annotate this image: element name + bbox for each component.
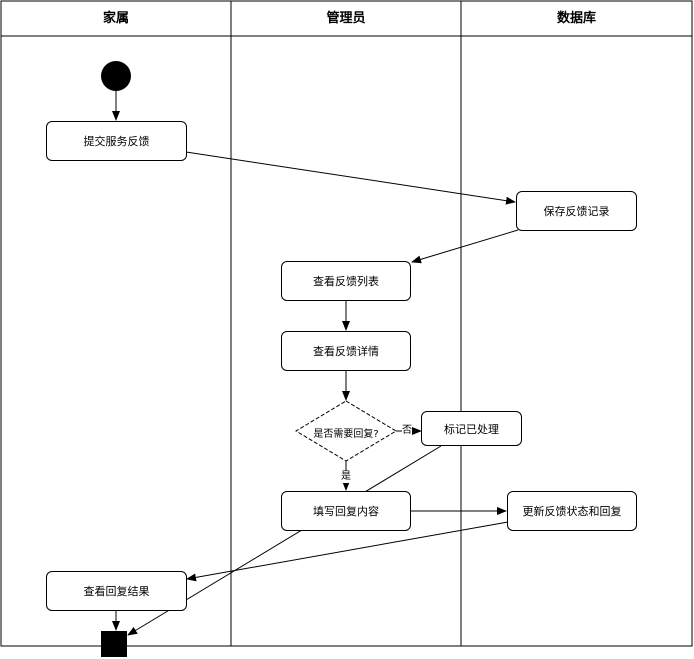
lane-header-admin: 管理员 bbox=[326, 11, 366, 26]
decision-label: 是否需要回复? bbox=[313, 429, 379, 440]
node-update-status: 更新反馈状态和回复 bbox=[507, 491, 637, 531]
lane-header-family: 家属 bbox=[102, 11, 129, 26]
node-fill-reply: 填写回复内容 bbox=[281, 491, 411, 531]
edge-label-yes: 是 bbox=[341, 471, 351, 483]
start-node bbox=[101, 61, 131, 91]
node-mark-processed: 标记已处理 bbox=[421, 411, 522, 446]
node-save-record: 保存反馈记录 bbox=[516, 191, 637, 231]
edge-label-no: 否 bbox=[402, 425, 412, 437]
edge-submit-to-save bbox=[185, 151, 516, 205]
end-node bbox=[101, 631, 127, 657]
node-view-list: 查看反馈列表 bbox=[281, 261, 411, 301]
edge-save-to-list bbox=[411, 229, 519, 264]
node-view-result: 查看回复结果 bbox=[46, 571, 187, 611]
edge-update-to-result bbox=[186, 521, 509, 582]
node-submit-feedback: 提交服务反馈 bbox=[46, 121, 187, 161]
node-view-detail: 查看反馈详情 bbox=[281, 331, 411, 371]
lane-header-database: 数据库 bbox=[556, 11, 596, 26]
